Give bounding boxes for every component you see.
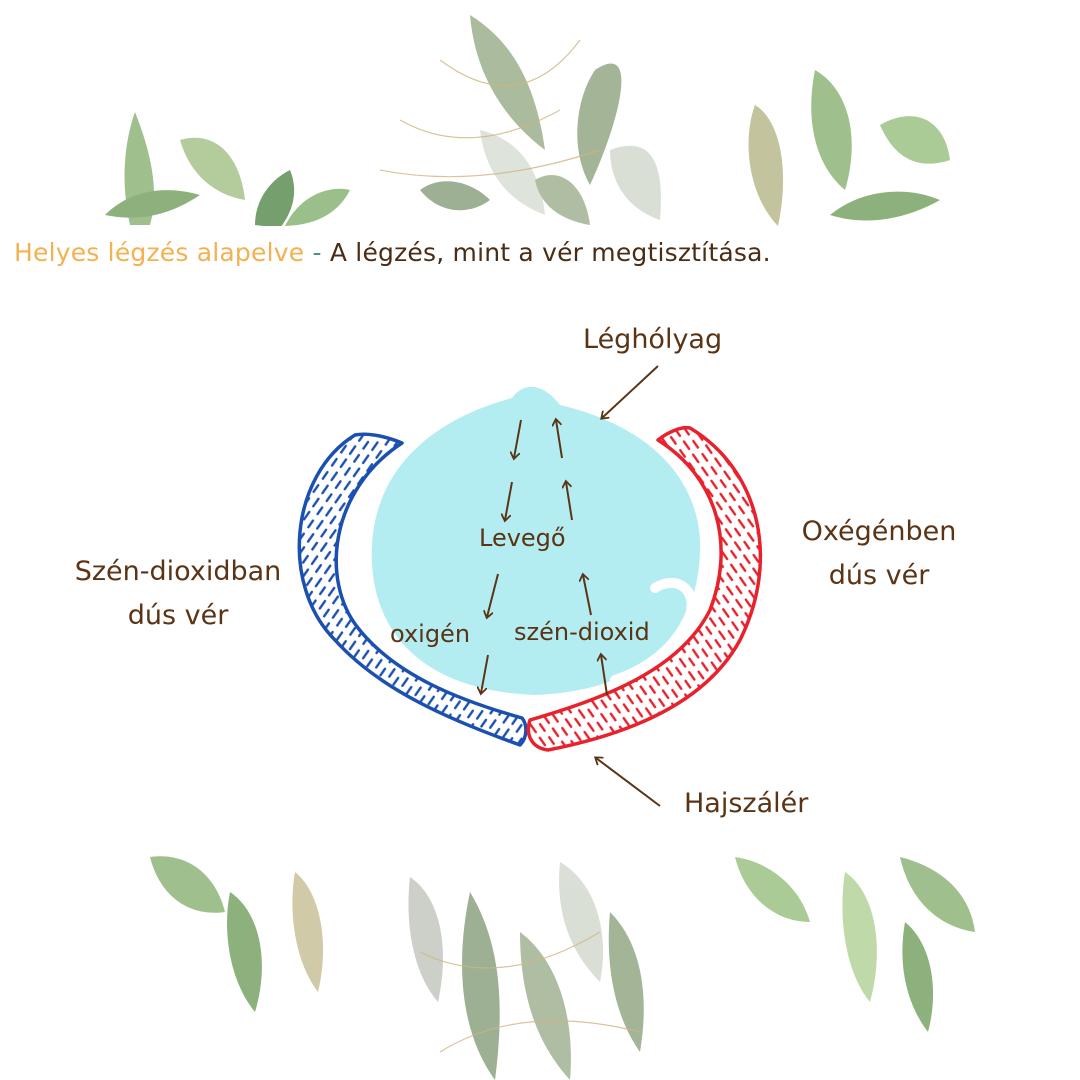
oxygenated-vessel [526,425,763,752]
label-o2-blood-line2: dús vér [828,560,930,591]
deoxygenated-vessel [297,432,528,747]
label-o2-blood-line1: Oxégénben [801,516,957,547]
arrow-up-icon [556,420,563,459]
leaf-icon [830,191,940,221]
alveolus-highlight [610,578,697,685]
leaf-icon [842,872,877,1002]
arrow-up-icon [601,655,608,696]
leaf-icon [150,856,225,913]
leaf-icon [462,892,500,1080]
arrow-down-icon [481,654,489,693]
leaf-icon [470,15,545,150]
title-accent: Helyes légzés alapelve [14,238,305,267]
page-title: Helyes légzés alapelve - A légzés, mint … [14,238,771,267]
title-separator: - [312,238,322,267]
leaf-icon [255,170,295,226]
leaf-icon [480,130,545,215]
arrow-down-icon [514,419,522,458]
leaf-icon [559,862,604,982]
title-text: A légzés, mint a vér megtisztítása. [329,238,771,267]
leaf-icon [902,922,934,1032]
leaf-icon [292,872,324,992]
leaf-icon [227,892,262,1012]
label-oxygen: oxigén [390,620,471,648]
leaf-icon [180,137,245,200]
alveolus-shape [371,386,701,695]
leaf-icon [610,145,661,220]
arrow-down-icon [487,573,499,617]
leaf-icon [285,188,350,226]
arrow-up-icon [583,575,592,616]
label-o2-rich-blood: Oxégénben dús vér [790,510,968,598]
label-co2-blood-line1: Szén-dioxidban [74,556,282,587]
label-co2: szén-dioxid [514,618,650,646]
arrow-down-icon [505,481,513,520]
label-alveolus: Léghólyag [583,324,723,355]
label-capillary: Hajszálér [684,788,809,819]
arrow-up-icon [566,482,573,521]
leaf-icon [735,857,810,922]
leaf-icon [577,63,622,185]
leaf-icon [105,190,200,218]
leaf-icon [608,912,644,1052]
leaf-icon [520,932,571,1080]
leaves-decoration-top [105,15,950,226]
leaf-icon [408,877,443,1002]
label-co2-rich-blood: Szén-dioxidban dús vér [60,550,296,638]
pointer-arrow-capillary [596,758,661,807]
label-air: Levegő [479,524,566,552]
leaf-icon [535,175,590,225]
leaf-icon [811,70,852,190]
leaf-icon [900,857,975,932]
leaf-icon [880,116,950,164]
pointer-arrow-alveolus [602,365,659,418]
label-co2-blood-line2: dús vér [127,600,229,631]
leaf-icon [748,105,784,226]
leaf-icon [420,181,490,211]
leaves-decoration-bottom [150,856,975,1080]
